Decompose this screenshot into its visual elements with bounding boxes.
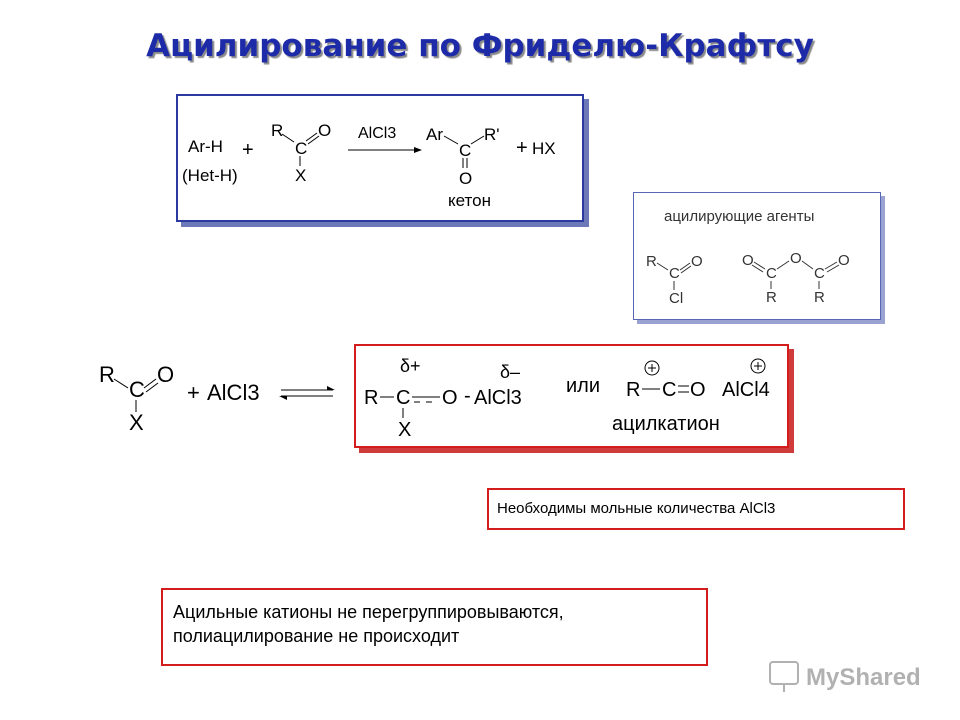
or-text: или <box>566 375 600 397</box>
watermark-text: MyShared <box>806 664 921 691</box>
anhydride-o2: O <box>790 250 802 267</box>
watermark-logo: MyShared <box>769 661 921 692</box>
bond-line <box>470 135 485 145</box>
acyl-r: R <box>99 362 115 387</box>
bond-line <box>443 135 459 145</box>
complex-r: R <box>364 387 378 409</box>
catalyst-text: AlCl3 <box>358 125 396 142</box>
bond-line <box>656 262 669 271</box>
anhydride-r2: R <box>814 289 825 306</box>
chloride-r: R <box>646 253 657 270</box>
bond-line <box>753 261 766 270</box>
chloride-cl: Cl <box>669 290 683 307</box>
arrow-head <box>327 386 335 390</box>
positive-charge-icon <box>644 360 660 376</box>
cation-label: ацилкатион <box>612 413 720 435</box>
page-title: Ацилирование по Фриделю-Крафтсу <box>146 28 814 64</box>
bond-line <box>143 378 157 389</box>
cations-note-box: Ацильные катионы не перегруппировываются… <box>161 588 708 666</box>
bond-line <box>307 135 320 145</box>
complex-dash: - <box>464 385 471 407</box>
plus-sign: + <box>187 380 200 405</box>
bond-line <box>826 264 840 273</box>
molar-note: Необходимы мольные количества AlCl3 <box>497 500 776 517</box>
reagent-c: C <box>295 139 307 158</box>
delta-minus: δ– <box>500 362 520 382</box>
acyl-o: O <box>157 362 174 387</box>
bond-line <box>281 133 295 143</box>
arrow-head <box>279 396 287 400</box>
reaction-box: Ar-H (Het-H) + R C O X AlCl3 Ar R' C O <box>176 94 584 222</box>
anhydride-o3: O <box>838 252 850 269</box>
acyl-c: C <box>129 377 145 402</box>
complex-box: δ+ δ– R C O X - AlCl3 или R C O <box>354 344 789 448</box>
chloride-c: C <box>669 265 680 282</box>
bond-line <box>776 260 790 270</box>
anhydride-c2: C <box>814 265 825 282</box>
delta-plus: δ+ <box>400 356 421 376</box>
reagent-r: R <box>271 121 283 140</box>
bond-line <box>113 378 129 389</box>
cation-c: C <box>662 379 676 401</box>
bond-line <box>824 261 838 270</box>
lewis-acid-text: AlCl3 <box>207 380 260 405</box>
cations-note: Ацильные катионы не перегруппировываются… <box>173 602 564 646</box>
product-label: кетон <box>448 191 491 210</box>
bond-line <box>801 260 814 270</box>
complex-x: X <box>398 419 411 441</box>
cation-alcl4: AlCl4 <box>722 379 770 401</box>
acylating-agents-box: ацилирующие агенты R C O Cl O O O C C R … <box>633 192 881 320</box>
byproduct-text: HX <box>532 139 556 158</box>
anhydride-o1: O <box>742 252 754 269</box>
reagent-x: X <box>295 166 306 185</box>
acyl-x: X <box>129 410 144 435</box>
bond-line <box>679 262 691 271</box>
plus-sign: + <box>242 139 254 161</box>
anhydride-r1: R <box>766 289 777 306</box>
acylating-agents-scheme: ацилирующие агенты R C O Cl O O O C C R … <box>646 208 850 307</box>
bond-line <box>680 265 692 274</box>
molar-note-box: Необходимы мольные количества AlCl3 <box>487 488 905 530</box>
acylium-scheme: δ+ δ– R C O X - AlCl3 или R C O <box>364 356 770 441</box>
product-r: R' <box>484 125 500 144</box>
positive-charge-icon <box>750 358 766 374</box>
bond-line <box>305 132 318 142</box>
presentation-icon <box>769 661 799 685</box>
cation-r: R <box>626 379 640 401</box>
substrate-text: Ar-H <box>188 137 223 156</box>
anhydride-c1: C <box>766 265 777 282</box>
bond-line <box>751 264 764 273</box>
complex-o: O <box>442 387 458 409</box>
complexation-scheme: R C O X + AlCl3 <box>99 362 335 435</box>
arrow-head <box>414 147 422 153</box>
complex-alcl3: AlCl3 <box>474 387 522 409</box>
agents-title: ацилирующие агенты <box>664 208 814 225</box>
cation-o: O <box>690 379 706 401</box>
reagent-o: O <box>318 121 331 140</box>
chloride-o: O <box>691 253 703 270</box>
reaction-scheme: Ar-H (Het-H) + R C O X AlCl3 Ar R' C O <box>182 121 556 210</box>
product-c: C <box>459 141 471 160</box>
plus-sign: + <box>516 137 528 159</box>
bond-line <box>145 382 159 393</box>
substrate-alt-text: (Het-H) <box>182 166 238 185</box>
product-ar: Ar <box>426 125 443 144</box>
product-o: O <box>459 169 472 188</box>
complex-c: C <box>396 387 410 409</box>
